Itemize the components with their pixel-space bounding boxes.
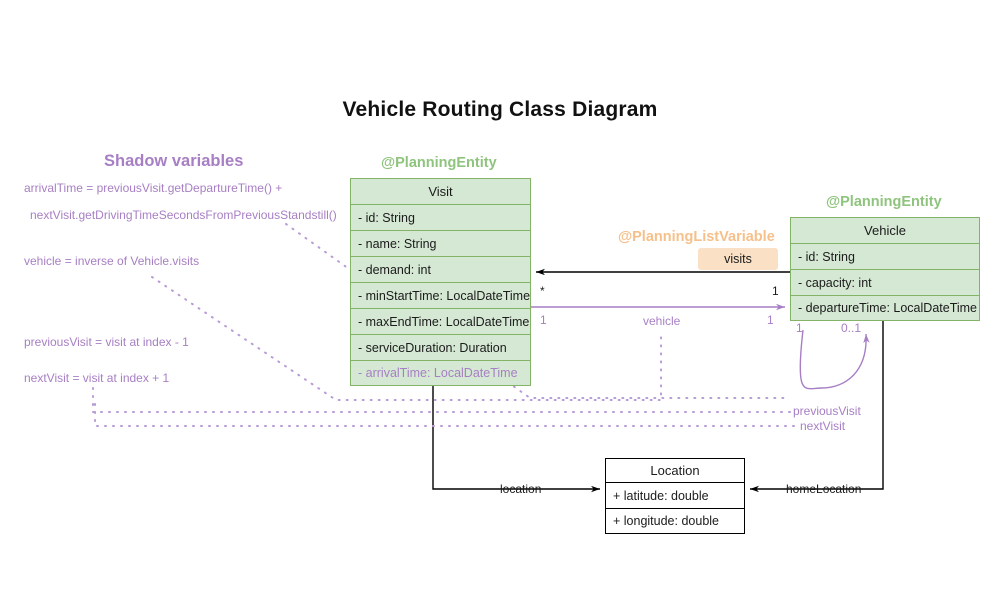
edge-vehicle-self-loop — [799, 329, 870, 390]
shadow-variable-line-arrivaltime-1: arrivalTime = previousVisit.getDeparture… — [24, 181, 283, 195]
edge-shadow-nextvisit — [94, 403, 796, 427]
class-box-vehicle[interactable]: Vehicle - id: String - capacity: int - d… — [790, 217, 980, 321]
class-name-location: Location — [605, 458, 745, 482]
stereotype-visit: @PlanningEntity — [381, 155, 497, 171]
edge-label-location: location — [500, 482, 542, 496]
class-attribute: - serviceDuration: Duration — [350, 334, 531, 360]
multiplicity-visits-source: 1 — [772, 284, 779, 298]
multiplicity-vehicle-source: 1 — [540, 313, 547, 327]
shadow-variable-line-arrivaltime-2: nextVisit.getDrivingTimeSecondsFromPrevi… — [30, 208, 337, 222]
shadow-variable-line-vehicle: vehicle = inverse of Vehicle.visits — [24, 254, 200, 268]
class-name-visit: Visit — [350, 178, 531, 204]
multiplicity-self-loop-left: 1 — [796, 321, 803, 335]
shadow-variable-line-previousvisit: previousVisit = visit at index - 1 — [24, 335, 189, 349]
shadow-variables-title: Shadow variables — [104, 152, 244, 170]
class-attribute: - id: String — [790, 243, 980, 269]
class-attribute: - departureTime: LocalDateTime — [790, 295, 980, 321]
shadow-variable-line-nextvisit: nextVisit = visit at index + 1 — [24, 371, 170, 385]
edge-shadow-previousvisit — [92, 387, 791, 413]
stereotype-vehicle: @PlanningEntity — [826, 194, 942, 210]
class-attribute-shadow: - arrivalTime: LocalDateTime — [350, 360, 531, 386]
class-attribute: - name: String — [350, 230, 531, 256]
class-attribute: - minStartTime: LocalDateTime — [350, 282, 531, 308]
edge-label-nextvisit: nextVisit — [800, 419, 846, 433]
class-name-vehicle: Vehicle — [790, 217, 980, 243]
class-attribute: + latitude: double — [605, 482, 745, 508]
class-attribute: - id: String — [350, 204, 531, 230]
multiplicity-visits-target: * — [540, 284, 545, 298]
edge-label-homelocation: homeLocation — [786, 482, 862, 496]
edge-location — [432, 383, 600, 493]
edge-label-vehicle: vehicle — [643, 314, 681, 328]
multiplicity-self-loop-right: 0..1 — [841, 321, 862, 335]
page-title: Vehicle Routing Class Diagram — [342, 98, 658, 121]
class-attribute: + longitude: double — [605, 508, 745, 534]
class-attribute: - demand: int — [350, 256, 531, 282]
class-box-location[interactable]: Location + latitude: double + longitude:… — [605, 458, 745, 534]
class-box-visit[interactable]: Visit - id: String - name: String - dema… — [350, 178, 531, 386]
class-attribute: - maxEndTime: LocalDateTime — [350, 308, 531, 334]
class-attribute: - capacity: int — [790, 269, 980, 295]
edge-label-previousvisit: previousVisit — [793, 404, 861, 418]
multiplicity-vehicle-target: 1 — [767, 313, 774, 327]
stereotype-planning-list-variable: @PlanningListVariable — [618, 229, 775, 245]
badge-visits[interactable]: visits — [698, 248, 778, 270]
